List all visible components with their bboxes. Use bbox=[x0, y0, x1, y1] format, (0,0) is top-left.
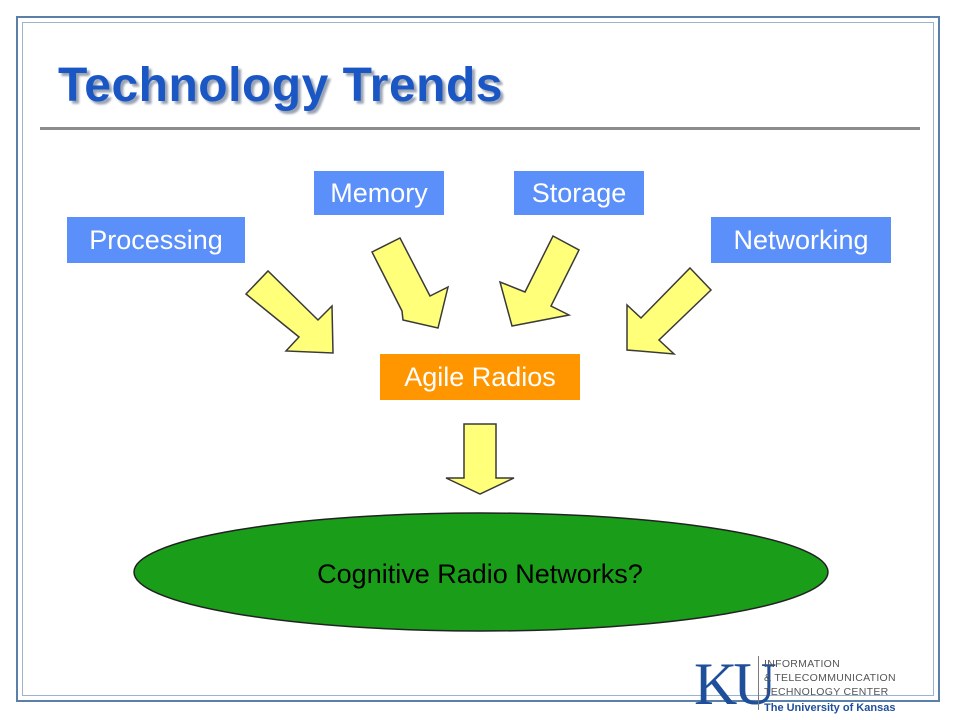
logo-line-2: & TELECOMMUNICATION bbox=[764, 672, 896, 684]
slide-frame-outer bbox=[16, 16, 940, 702]
processing-box: Processing bbox=[67, 217, 245, 263]
arrow-agile-down bbox=[445, 423, 515, 495]
logo-university: The University of Kansas bbox=[764, 702, 896, 714]
ittc-logo: KU INFORMATION & TELECOMMUNICATION TECHN… bbox=[694, 652, 924, 718]
title-divider bbox=[40, 127, 920, 130]
result-label: Cognitive Radio Networks? bbox=[317, 558, 643, 589]
arrow-memory bbox=[370, 236, 450, 329]
storage-box: Storage bbox=[514, 171, 644, 215]
result-ellipse bbox=[133, 512, 829, 632]
slide-frame-inner bbox=[22, 22, 934, 696]
logo-line-3: TECHNOLOGY CENTER bbox=[764, 686, 889, 698]
arrow-storage bbox=[498, 234, 580, 327]
memory-box: Memory bbox=[314, 171, 444, 215]
agile-radios-box: Agile Radios bbox=[380, 354, 580, 400]
ku-logo-mark: KU bbox=[694, 651, 777, 717]
arrow-networking bbox=[626, 266, 713, 355]
slide-title: Technology Trends bbox=[58, 59, 503, 112]
networking-box: Networking bbox=[711, 217, 891, 263]
logo-line-1: INFORMATION bbox=[764, 658, 841, 670]
logo-divider bbox=[758, 656, 759, 710]
arrow-processing bbox=[244, 269, 334, 354]
